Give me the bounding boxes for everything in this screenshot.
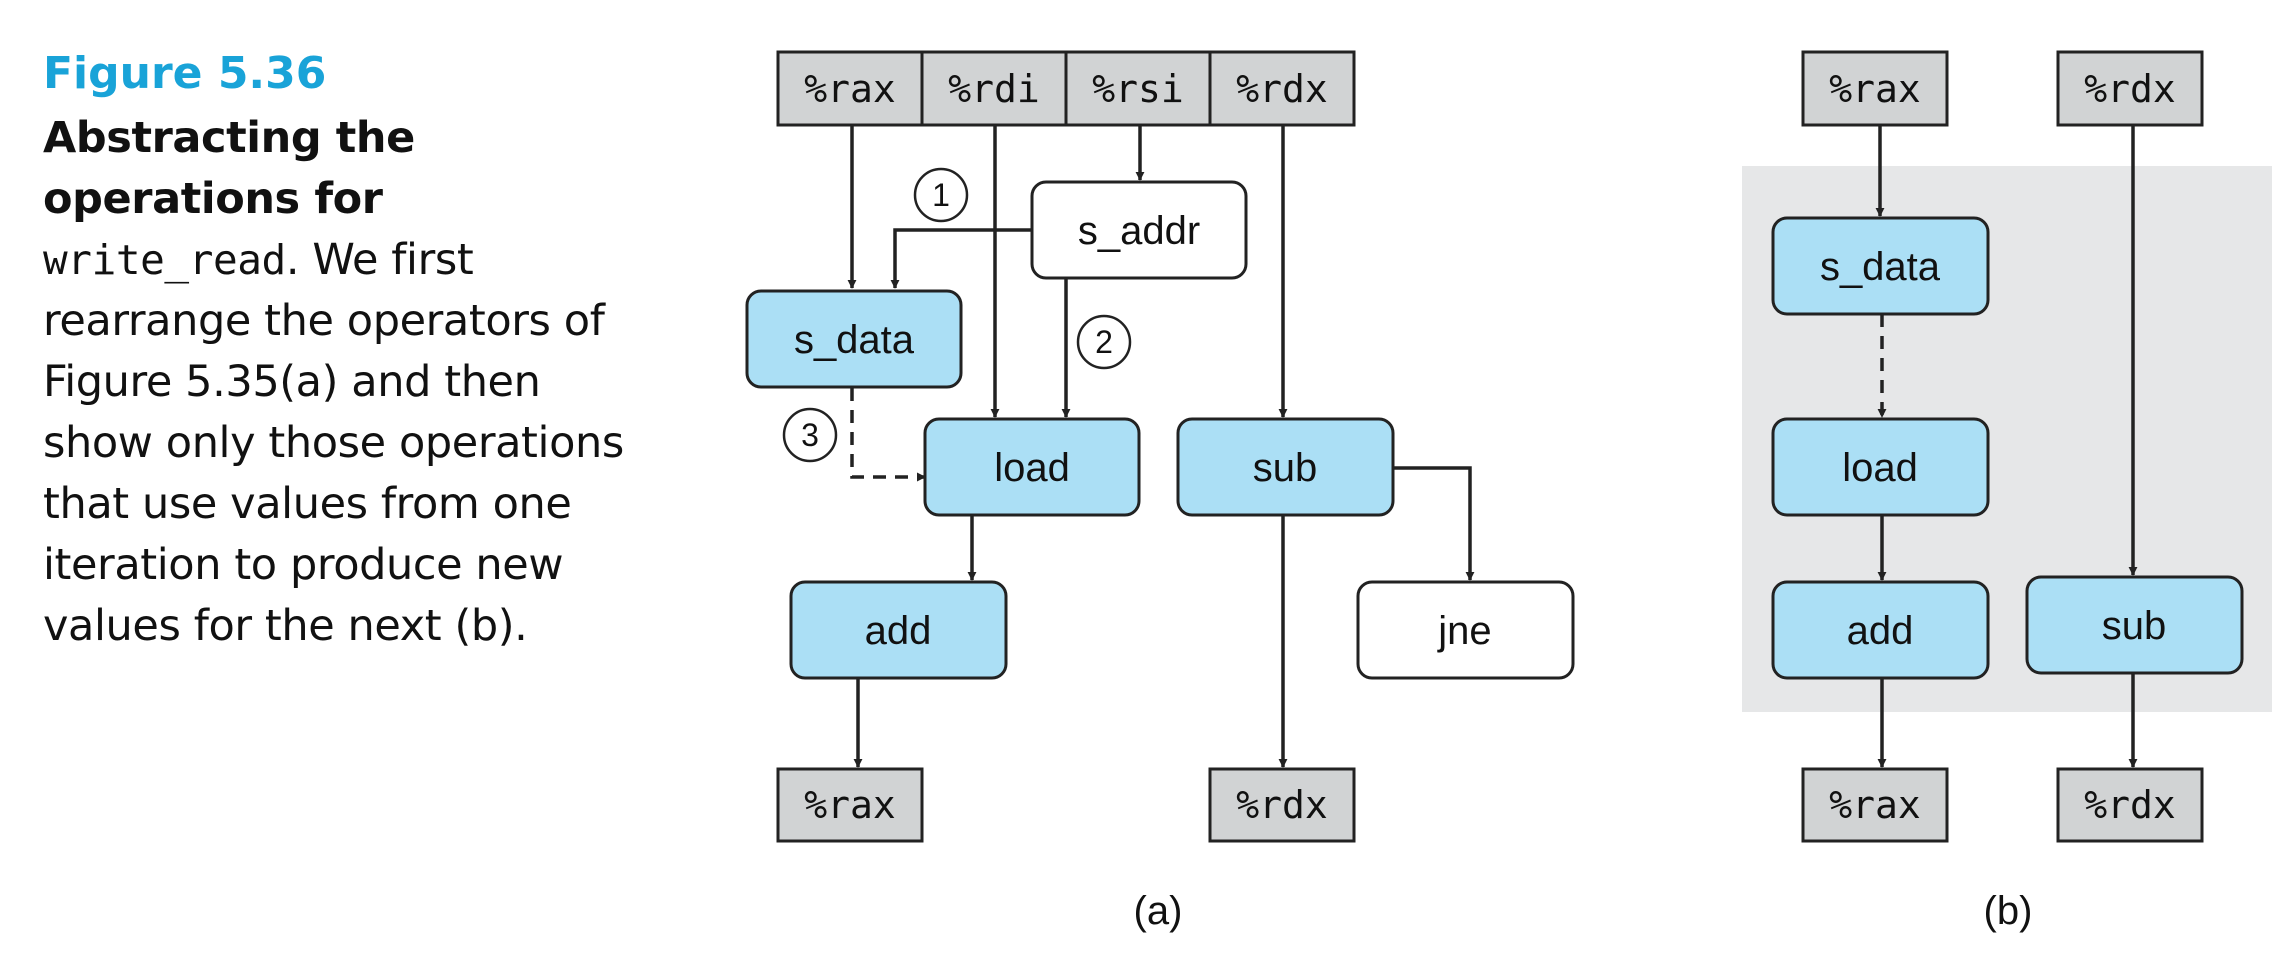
register-box-rdx-out [1208,767,1356,843]
op-add: add [865,609,932,653]
marker-circle-2 [1076,314,1132,370]
op-box-b-sub [2025,575,2244,675]
op-box-s-addr [1030,180,1248,280]
marker-1: 1 [932,177,950,213]
op-s-addr: s_addr [1078,209,1200,253]
op-box-s-data [745,289,963,389]
op-box-jne [1356,580,1575,680]
op-load: load [994,446,1070,490]
op-b-load: load [1842,446,1918,490]
register-box-b-rax [1801,50,1949,127]
op-box-add [789,580,1008,680]
caption-title: Abstracting the operations for [43,113,415,224]
diagram-a-edges [847,125,1475,768]
op-jne: jne [1437,609,1491,653]
op-box-b-add [1771,580,1990,680]
marker-3: 3 [801,417,819,453]
edge-sub-to-jne [1393,466,1475,581]
register-rdx: %rdx [1236,67,1328,111]
diagram-a-bottom-registers: %rax %rdx [776,767,1356,843]
op-box-sub [1176,417,1395,517]
register-rdx-out: %rdx [1236,783,1328,827]
diagram-b-top-registers: %rax %rdx [1801,50,2204,127]
edge-s-addr-to-s-data [890,228,1032,289]
op-box-b-s-data [1771,216,1990,316]
register-rdi: %rdi [948,67,1040,111]
op-box-b-load [1771,417,1990,517]
op-s-data: s_data [794,318,915,362]
register-b-rdx-out: %rdx [2084,783,2176,827]
register-box-b-rdx-out [2056,767,2204,843]
register-b-rdx: %rdx [2084,67,2176,111]
diagram-b-ops: s_data load add sub [1771,216,2244,680]
register-rax: %rax [804,67,896,111]
caption-description: . We first rearrange the operators of Fi… [43,235,624,651]
op-b-add: add [1847,609,1914,653]
register-b-rax-out: %rax [1829,783,1921,827]
register-box-rsi [1064,50,1212,127]
register-box-rax [776,50,924,127]
register-box-b-rdx [2056,50,2204,127]
marker-circle-1 [913,167,969,223]
op-b-s-data: s_data [1820,245,1941,289]
diagram-a-markers: 1 2 3 [782,167,1132,463]
register-rax-out: %rax [804,783,896,827]
diagram-b-bottom-registers: %rax %rdx [1801,767,2204,843]
op-sub: sub [1253,446,1318,490]
diagram-b-label: (b) [1984,889,2033,933]
marker-2: 2 [1095,324,1113,360]
register-b-rax: %rax [1829,67,1921,111]
diagram-a-ops: s_addr s_data load sub add jne [745,180,1575,680]
register-box-rax-out [776,767,924,843]
figure-number: Figure 5.36 [43,48,327,99]
caption-code: write_read [43,236,286,284]
register-box-rdx [1208,50,1356,127]
figure-caption: Figure 5.36 Abstracting the operations f… [43,46,643,657]
op-b-sub: sub [2102,604,2167,648]
register-box-b-rax-out [1801,767,1949,843]
caption-text: Abstracting the operations for write_rea… [43,108,643,657]
diagram-a-label: (a) [1134,889,1183,933]
diagram-a-top-registers: %rax %rdi %rsi %rdx [776,50,1356,127]
register-rsi: %rsi [1092,67,1184,111]
diagram-b-edges [1875,125,2138,768]
marker-circle-3 [782,407,838,463]
edge-s-data-to-load-dashed [850,388,926,482]
op-box-load [923,417,1141,517]
